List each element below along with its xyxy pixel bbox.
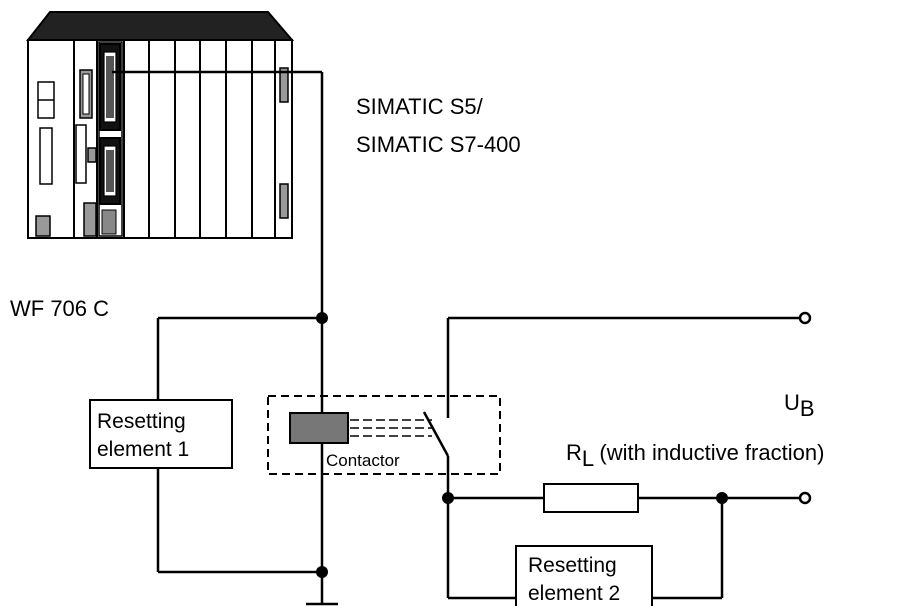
module-label: WF 706 C xyxy=(10,296,109,321)
terminal-upper xyxy=(798,311,812,325)
junction-dot xyxy=(716,492,728,504)
supply-voltage-label: UB xyxy=(784,390,815,421)
junction-dot xyxy=(442,492,454,504)
plc-rack-roof xyxy=(25,11,295,41)
terminal-lower xyxy=(798,491,812,505)
wiring xyxy=(112,70,800,606)
supply-voltage-symbol: U xyxy=(784,390,800,415)
resetting-element-1-box xyxy=(89,399,233,469)
junction-dots xyxy=(316,312,728,578)
supply-voltage-subscript: B xyxy=(800,396,815,421)
contactor-coil xyxy=(289,412,349,444)
resetting-element-2-line2: element 2 xyxy=(528,582,620,605)
resetting-element-1-line2: element 1 xyxy=(97,438,189,461)
resetting-element-2-box xyxy=(515,545,653,606)
load-subscript: L xyxy=(582,446,594,471)
load-note: (with inductive fraction) xyxy=(593,440,824,465)
resetting-element-1-line1: Resetting xyxy=(97,410,186,433)
resetting-element-2-line1: Resetting xyxy=(528,554,617,577)
plc-label-line1: SIMATIC S5/ xyxy=(356,94,484,119)
load-resistor-label: RL (with inductive fraction) xyxy=(566,440,824,471)
junction-dot xyxy=(316,566,328,578)
contactor-switch-blade xyxy=(422,411,450,457)
supply-terminals xyxy=(798,311,812,505)
load-resistor xyxy=(543,483,639,513)
plc-rack xyxy=(25,11,295,239)
junction-dot xyxy=(316,312,328,324)
contactor-linkage xyxy=(350,419,432,437)
load-symbol: R xyxy=(566,440,582,465)
plc-label-line2: SIMATIC S7-400 xyxy=(356,132,521,157)
contactor-label: Contactor xyxy=(326,451,400,470)
